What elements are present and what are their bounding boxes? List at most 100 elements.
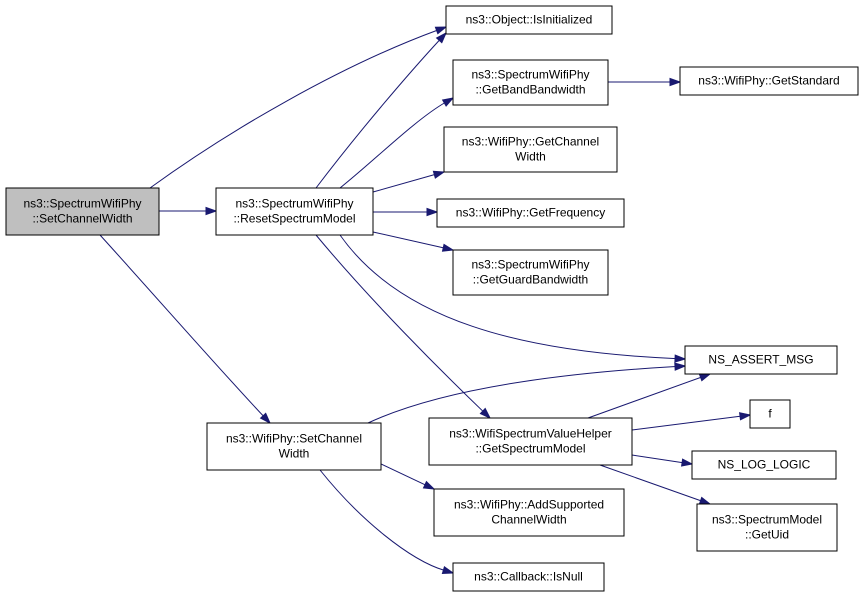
node-get-spectrum-model[interactable]: ns3::WifiSpectrumValueHelper::GetSpectru… [428, 417, 633, 466]
arrowhead [205, 206, 218, 216]
node-label-line: ns3::SpectrumWifiPhy [23, 197, 141, 211]
node-object-is-initialized[interactable]: ns3::Object::IsInitialized [445, 5, 613, 35]
node-ns-assert-msg[interactable]: NS_ASSERT_MSG [684, 345, 838, 375]
node-box [696, 503, 838, 552]
edge-wifiphy_set_channel_width-to-ns_assert_msg [367, 362, 687, 424]
node-box [206, 422, 382, 471]
node-box [428, 417, 633, 466]
node-reset-spectrum-model[interactable]: ns3::SpectrumWifiPhy::ResetSpectrumModel [215, 187, 374, 236]
node-get-guard-bandwidth[interactable]: ns3::SpectrumWifiPhy::GetGuardBandwidth [452, 249, 609, 296]
node-box [433, 488, 625, 537]
nodes-layer: ns3::SpectrumWifiPhy::SetChannelWidthns3… [5, 5, 859, 592]
node-set-channel-width-root[interactable]: ns3::SpectrumWifiPhy::SetChannelWidth [5, 187, 160, 236]
arrowhead [669, 77, 682, 87]
arrowhead [674, 354, 687, 363]
edge-line [599, 464, 702, 502]
arrowhead [435, 31, 448, 44]
node-box [215, 187, 374, 236]
node-label-line: NS_LOG_LOGIC [718, 458, 811, 472]
edge-reset_spectrum_model-to-get_spectrum_model [315, 234, 492, 420]
node-label-line: ChannelWidth [491, 513, 566, 527]
node-label-line: ::GetBandBandwidth [475, 83, 585, 97]
edge-line [587, 376, 702, 419]
edge-line [631, 415, 742, 431]
edge-get_spectrum_model-to-f [631, 412, 752, 431]
node-wifiphy-set-channel-width[interactable]: ns3::WifiPhy::SetChannelWidth [206, 422, 382, 471]
edge-line [372, 173, 436, 193]
edge-wifiphy_set_channel_width-to-callback_is_null [319, 469, 455, 575]
node-label-line: ns3::WifiPhy::GetStandard [698, 74, 839, 88]
arrowhead [426, 207, 439, 217]
node-box [691, 450, 837, 480]
node-f[interactable]: f [749, 399, 791, 429]
edge-reset_spectrum_model-to-get_channel_width [372, 170, 446, 193]
node-label-line: ::SetChannelWidth [32, 212, 132, 226]
edge-set_channel_width_root-to-wifiphy_set_channel_width [99, 234, 272, 425]
edge-line [315, 234, 484, 413]
arrowhead [698, 373, 712, 382]
node-box [679, 66, 859, 96]
edge-line [319, 469, 445, 571]
node-label-line: ::GetGuardBandwidth [473, 273, 588, 287]
arrowhead [739, 412, 752, 421]
edge-get_band_bandwidth-to-get_standard [608, 77, 682, 87]
node-label-line: Width [515, 150, 546, 164]
arrowhead [698, 496, 712, 505]
node-label-line: ns3::WifiPhy::GetChannel [462, 135, 599, 149]
edge-line [372, 231, 445, 249]
node-box [749, 399, 791, 429]
edge-line [315, 39, 441, 189]
edge-reset_spectrum_model-to-get_guard_bandwidth [372, 231, 455, 252]
arrowhead [441, 97, 455, 107]
edge-set_channel_width_root-to-reset_spectrum_model [159, 206, 218, 216]
arrowhead [434, 26, 448, 35]
arrowhead [479, 407, 492, 420]
node-spectrum-model-get-uid[interactable]: ns3::SpectrumModel::GetUid [696, 503, 838, 552]
arrowhead [259, 412, 272, 425]
node-box [436, 198, 625, 228]
edge-line [380, 463, 427, 486]
edge-reset_spectrum_model-to-get_frequency [373, 207, 439, 217]
node-box [443, 126, 618, 173]
node-label-line: ::GetUid [745, 528, 789, 542]
edge-line [339, 234, 677, 360]
edges-layer [99, 26, 752, 575]
node-label-line: ns3::Object::IsInitialized [466, 13, 593, 27]
edge-get_spectrum_model-to-ns_assert_msg [587, 373, 712, 419]
edge-wifiphy_set_channel_width-to-add_supported_channel_width [380, 463, 436, 490]
edge-line [367, 366, 677, 424]
edge-set_channel_width_root-to-object_is_initialized [149, 26, 448, 189]
arrowhead [441, 243, 455, 252]
arrowhead [674, 362, 687, 371]
node-label-line: ns3::WifiPhy::SetChannel [226, 432, 362, 446]
arrowhead [681, 458, 694, 467]
node-label-line: ns3::WifiPhy::GetFrequency [456, 206, 605, 220]
node-label-line: ::GetSpectrumModel [475, 442, 585, 456]
edge-line [99, 234, 265, 417]
node-ns-log-logic[interactable]: NS_LOG_LOGIC [691, 450, 837, 480]
node-label-line: ns3::SpectrumWifiPhy [471, 68, 589, 82]
node-label-line: ns3::Callback::IsNull [474, 570, 583, 584]
edge-line [339, 102, 446, 189]
node-box [445, 5, 613, 35]
node-label-line: ns3::SpectrumWifiPhy [471, 258, 589, 272]
edge-reset_spectrum_model-to-get_band_bandwidth [339, 97, 455, 189]
node-label-line: NS_ASSERT_MSG [708, 353, 813, 367]
node-callback-is-null[interactable]: ns3::Callback::IsNull [452, 562, 605, 592]
node-get-band-bandwidth[interactable]: ns3::SpectrumWifiPhy::GetBandBandwidth [452, 59, 609, 106]
node-box [684, 345, 838, 375]
node-label-line: f [768, 407, 772, 421]
node-label-line: ns3::SpectrumWifiPhy [235, 197, 353, 211]
edge-reset_spectrum_model-to-ns_assert_msg [339, 234, 687, 363]
arrowhead [441, 565, 455, 575]
node-label-line: ns3::WifiPhy::AddSupported [454, 498, 604, 512]
edge-line [631, 454, 684, 464]
node-box [452, 249, 609, 296]
edge-line [149, 29, 438, 189]
node-get-frequency[interactable]: ns3::WifiPhy::GetFrequency [436, 198, 625, 228]
edge-reset_spectrum_model-to-object_is_initialized [315, 31, 448, 189]
node-get-standard[interactable]: ns3::WifiPhy::GetStandard [679, 66, 859, 96]
